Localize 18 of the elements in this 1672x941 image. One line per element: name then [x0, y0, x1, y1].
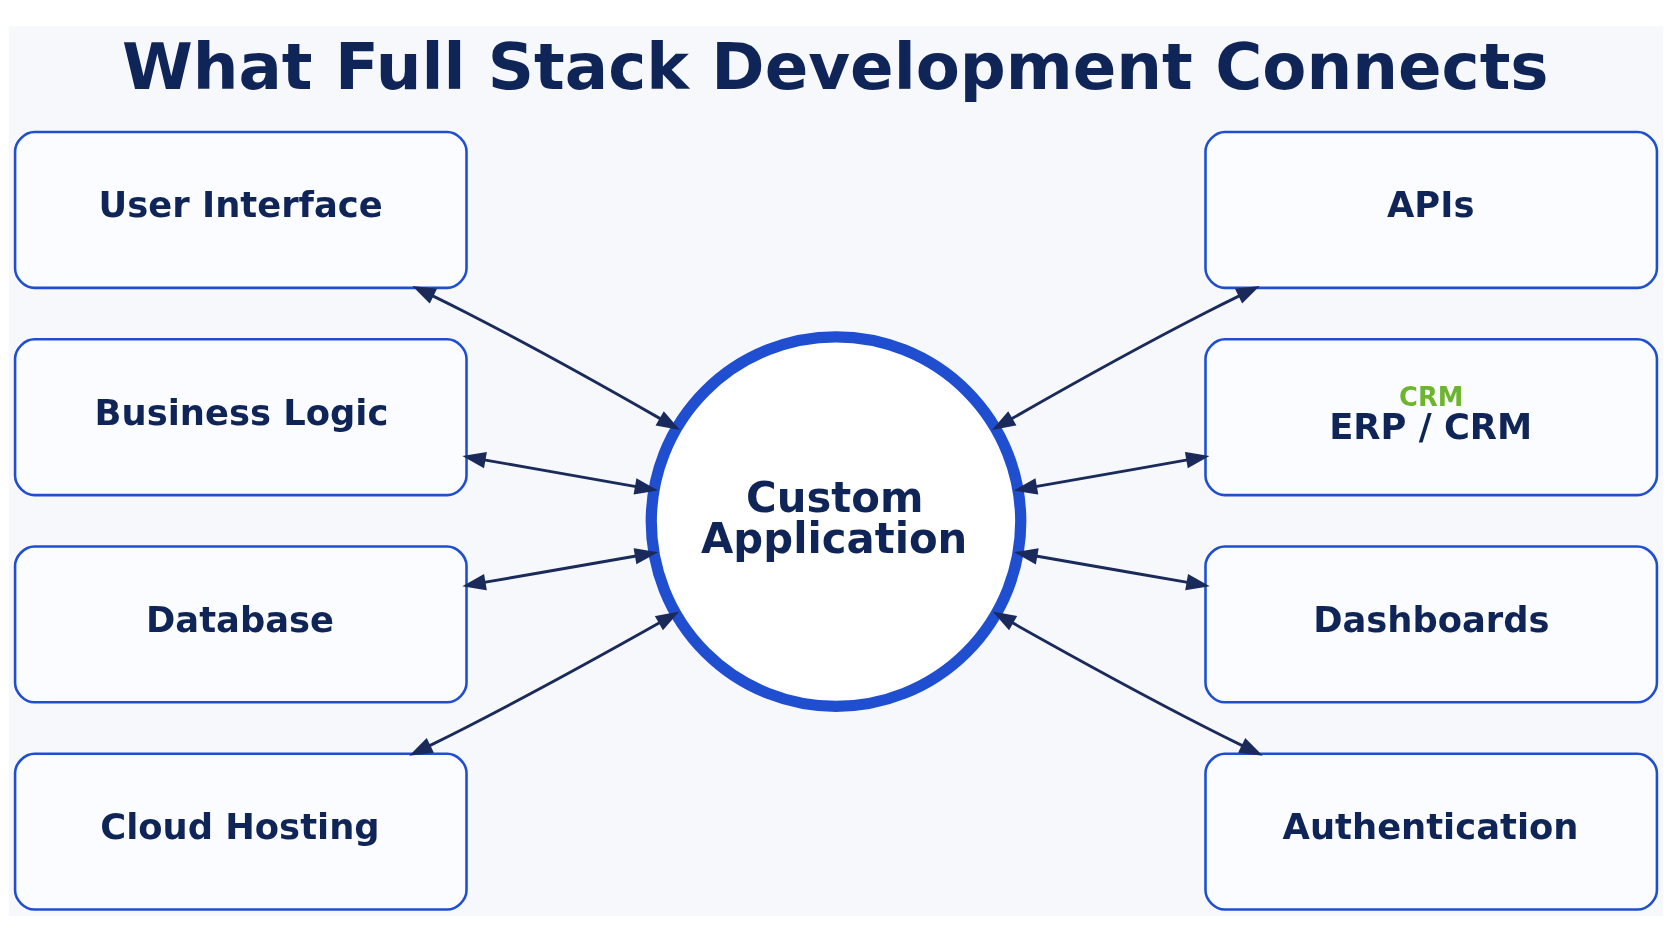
- node-box: Database: [13, 544, 468, 704]
- node-box: Business Logic: [13, 337, 468, 496]
- node-box: Authentication: [1204, 751, 1659, 911]
- arrow: [992, 285, 1260, 430]
- arrow: [412, 285, 680, 430]
- node-circle: Custom Application: [645, 330, 1027, 712]
- arrow: [1013, 451, 1210, 495]
- node-box: User Interface: [13, 130, 468, 289]
- node-box: Dashboards: [1204, 544, 1659, 704]
- arrow: [1014, 547, 1210, 590]
- node-box: CRM ERP / CRM: [1204, 337, 1659, 496]
- arrow: [992, 611, 1263, 756]
- arrow: [462, 451, 659, 495]
- node-box: APIs: [1204, 130, 1659, 289]
- arrow: [409, 611, 680, 756]
- node-box: Cloud Hosting: [13, 751, 468, 911]
- diagram-title: What Full Stack Development Connects: [121, 28, 1549, 104]
- arrow: [462, 547, 659, 590]
